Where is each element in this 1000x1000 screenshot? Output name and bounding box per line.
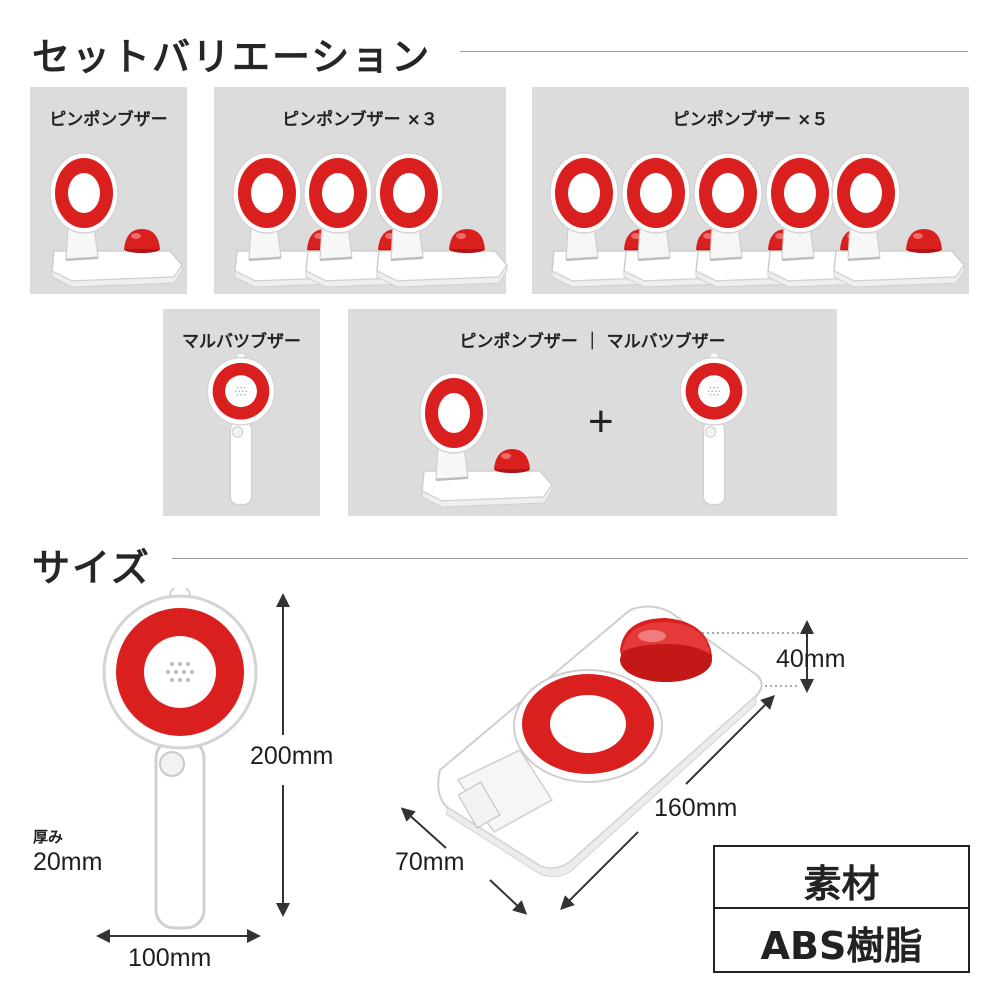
dim-thickness: 20mm: [33, 848, 103, 876]
title-rule: [460, 51, 968, 52]
panel-pingpong-x3: ピンポンブザー ×３: [214, 87, 506, 294]
variations-title: セットバリエーション: [32, 35, 432, 79]
dim-length: 160mm: [654, 794, 738, 822]
material-header: 素材: [803, 862, 880, 906]
panel-label: マルバツブザー: [182, 332, 301, 352]
panel-label: ピンポンブザー ×５: [672, 110, 829, 130]
panel-marubatsu: マルバツブザー: [163, 309, 320, 516]
panel-label: ピンポンブザー ×３: [282, 110, 438, 130]
title-rule: [172, 558, 968, 559]
material-divider: [715, 907, 968, 909]
size-title: サイズ: [32, 546, 151, 590]
material-table: 素材 ABS樹脂: [713, 845, 970, 973]
dim-button-height: 40mm: [776, 645, 846, 673]
panel-pingpong-x5: ピンポンブザー ×５: [532, 87, 969, 294]
plus-symbol: +: [588, 397, 614, 446]
dim-width: 100mm: [128, 944, 212, 972]
panel-pingpong-single: ピンポンブザー: [30, 87, 187, 294]
material-value: ABS樹脂: [760, 924, 923, 968]
panel-label: ピンポンブザー ｜ マルバツブザー: [459, 332, 726, 352]
panel-combo: ピンポンブザー ｜ マルバツブザー +: [348, 309, 837, 516]
dim-depth: 70mm: [395, 848, 465, 876]
dim-thickness-label: 厚み: [33, 828, 64, 846]
pingpong-buzzer-large: [437, 605, 763, 878]
dim-height: 200mm: [250, 742, 334, 770]
panel-label: ピンポンブザー: [49, 110, 168, 130]
